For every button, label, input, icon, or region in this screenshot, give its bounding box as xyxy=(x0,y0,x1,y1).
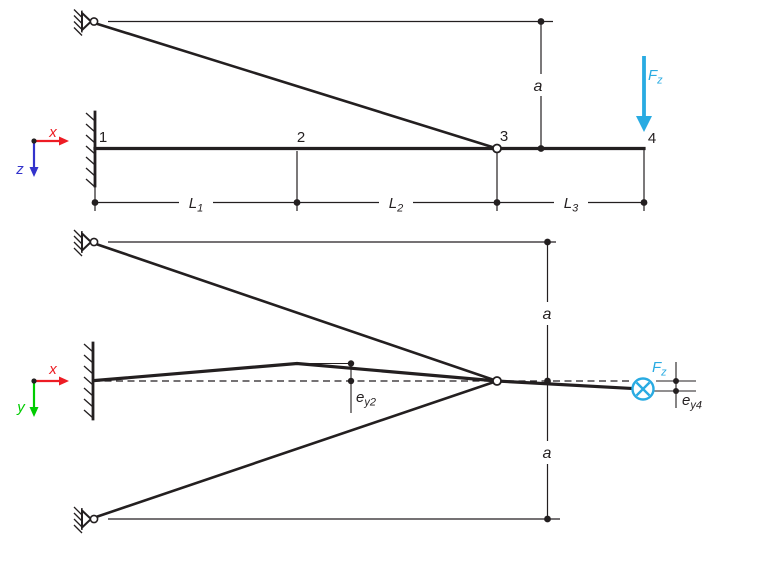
x-arrowhead-icon xyxy=(59,136,69,146)
fixed-support xyxy=(85,110,97,188)
dim-dot xyxy=(537,145,545,152)
dim-label-a-lower: a xyxy=(543,445,552,462)
pin-support-upper xyxy=(73,229,99,257)
force-label-fz-plan: Fz xyxy=(652,359,667,379)
pin-support-top xyxy=(73,8,99,37)
dim-label-L3: L3 xyxy=(564,195,579,215)
axes-xz: x z xyxy=(15,124,69,178)
hinge-node3 xyxy=(492,143,502,154)
x-axis-label: x xyxy=(48,124,57,141)
dim-dot xyxy=(493,199,501,206)
node-label-1: 1 xyxy=(99,129,107,146)
dim-label-ey4: ey4 xyxy=(682,392,702,412)
dim-label-L1: L1 xyxy=(189,195,203,215)
arrowhead-down-icon xyxy=(636,116,652,132)
dim-label-L2: L2 xyxy=(389,195,403,215)
dim-dot xyxy=(537,18,545,25)
dim-ey2 xyxy=(298,360,355,413)
dim-ey4 xyxy=(654,362,696,408)
x-arrowhead-icon xyxy=(59,376,69,386)
label-bg xyxy=(554,191,588,214)
label-bg xyxy=(538,302,557,325)
node-label-4: 4 xyxy=(648,130,656,147)
fixed-support-plan xyxy=(83,341,95,421)
y-axis-label: y xyxy=(16,399,26,416)
label-bg xyxy=(379,191,413,214)
dim-dot xyxy=(544,377,551,385)
y-arrowhead-icon xyxy=(29,407,39,417)
force-label-fz: Fz xyxy=(648,67,663,87)
node-label-2: 2 xyxy=(297,129,305,146)
node-label-3: 3 xyxy=(500,128,508,145)
force-fz-into-page xyxy=(631,377,655,401)
origin-dot xyxy=(31,378,37,384)
cable-member xyxy=(94,22,499,150)
dim-label-ey2: ey2 xyxy=(356,389,376,409)
label-bg xyxy=(538,441,557,464)
hinge-node3-plan xyxy=(492,376,502,386)
cable-lower xyxy=(94,379,499,519)
origin-dot xyxy=(31,138,37,144)
bottom-view: ey2 ey4 a a Fz xyxy=(16,229,702,534)
dim-label-a: a xyxy=(534,78,543,95)
pin-support-lower xyxy=(73,506,99,534)
dim-dot xyxy=(293,199,301,206)
force-fz-arrow xyxy=(636,56,652,132)
cable-upper xyxy=(94,242,499,383)
axes-xy: x y xyxy=(16,361,69,417)
dim-label-a-upper: a xyxy=(543,306,552,323)
dim-dot xyxy=(640,199,648,206)
dim-dot xyxy=(544,238,551,246)
label-bg xyxy=(179,191,213,214)
z-arrowhead-icon xyxy=(29,167,39,177)
label-bg xyxy=(529,74,547,96)
beam-member-plan xyxy=(93,361,634,391)
dim-dot xyxy=(91,199,99,206)
dim-dot xyxy=(544,515,551,523)
top-view: L1 L2 L3 a 1 2 3 4 Fz x z xyxy=(15,8,663,215)
x-axis-label: x xyxy=(48,361,57,378)
z-axis-label: z xyxy=(15,161,24,178)
